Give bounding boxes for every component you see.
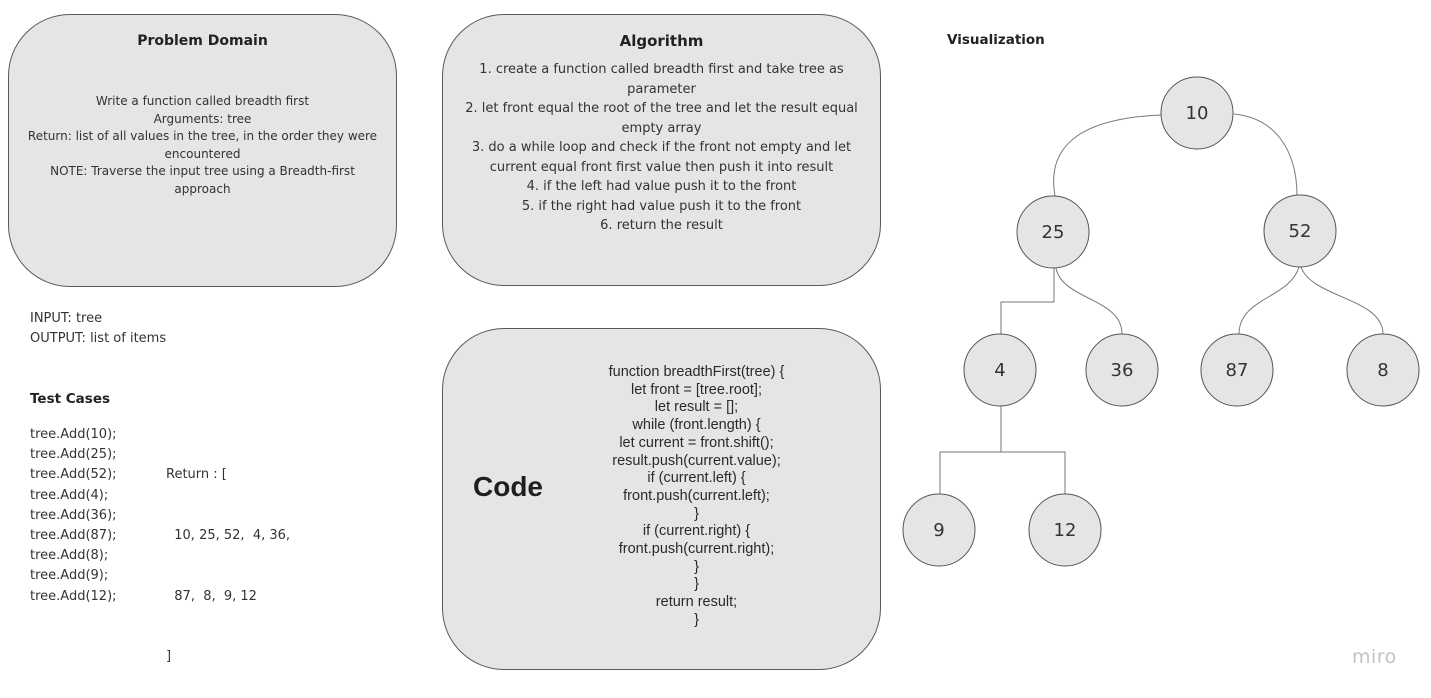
algorithm-step: 5. if the right had value push it to the…: [521, 198, 802, 214]
code-line: if (current.right) {: [642, 523, 751, 540]
input-output-text: INPUT: tree OUTPUT: list of items: [30, 309, 166, 349]
tree-node: 52: [1263, 194, 1337, 268]
tree-node-label: 87: [1226, 360, 1249, 381]
problem-domain-line: Write a function called breadth first: [95, 94, 310, 108]
tree-node-label: 12: [1054, 520, 1077, 541]
code-line: }: [694, 611, 699, 628]
code-line: if (current.left) {: [647, 470, 746, 487]
return-line: 87, 8, 9, 12: [166, 588, 257, 604]
tree-node: 12: [1028, 493, 1102, 567]
tree-node-label: 25: [1042, 222, 1065, 243]
algorithm-title: Algorithm: [619, 32, 704, 50]
test-cases-title: Test Cases: [30, 391, 111, 407]
code-line: while (front.length) {: [632, 417, 761, 434]
test-case-line: tree.Add(4);: [30, 487, 109, 503]
algorithm-step: 1. create a function called breadth firs…: [479, 62, 844, 97]
tree-edge: [1238, 266, 1300, 335]
problem-domain-card: Problem Domain Write a function called b…: [8, 14, 397, 287]
code-card: Code function breadthFirst(tree) { let f…: [442, 328, 881, 670]
test-case-calls: tree.Add(10); tree.Add(25); tree.Add(52)…: [30, 425, 117, 607]
test-case-line: tree.Add(9);: [30, 568, 109, 584]
code-line: }: [694, 558, 699, 575]
problem-domain-line: Return: list of all values in the tree, …: [27, 129, 378, 161]
code-line: front.push(current.right);: [618, 541, 775, 558]
test-case-line: tree.Add(10);: [30, 427, 117, 442]
tree-edge: [1055, 267, 1123, 335]
algorithm-step: 3. do a while loop and check if the fron…: [471, 140, 852, 175]
input-label: INPUT: tree: [30, 311, 103, 326]
test-case-line: tree.Add(36);: [30, 507, 117, 523]
test-case-return: Return : [ 10, 25, 52, 4, 36, 87, 8, 9, …: [166, 425, 290, 688]
test-case-line: tree.Add(52);: [30, 467, 117, 483]
tree-node: 4: [963, 333, 1037, 407]
tree-node-label: 10: [1186, 103, 1209, 124]
tree-node-circle: [1085, 333, 1159, 407]
code-line: result.push(current.value);: [612, 452, 781, 469]
tree-node-label: 36: [1111, 360, 1134, 381]
code-line: let current = front.shift();: [619, 434, 774, 451]
tree-node: 8: [1346, 333, 1420, 407]
problem-domain-body: Write a function called breadth first Ar…: [9, 93, 396, 198]
problem-domain-line: NOTE: Traverse the input tree using a Br…: [50, 164, 355, 196]
code-line: let result = [];: [654, 399, 739, 416]
return-line: 10, 25, 52, 4, 36,: [166, 528, 291, 544]
code-line: return result;: [655, 594, 738, 611]
tree-node-circle: [963, 333, 1037, 407]
code-line: }: [694, 576, 699, 593]
tree-node-circle: [1346, 333, 1420, 407]
problem-domain-line: Arguments: tree: [153, 111, 252, 126]
problem-domain-title: Problem Domain: [137, 33, 268, 49]
code-line: function breadthFirst(tree) {: [608, 364, 785, 380]
code-line: front.push(current.left);: [623, 487, 770, 504]
algorithm-steps: 1. create a function called breadth firs…: [443, 60, 880, 236]
tree-edge: [1233, 113, 1298, 197]
algorithm-card: Algorithm 1. create a function called br…: [442, 14, 881, 286]
output-label: OUTPUT: list of items: [30, 331, 167, 346]
algorithm-step: 4. if the left had value push it to the …: [526, 179, 797, 194]
tree-node-label: 8: [1377, 360, 1388, 381]
tree-node: 10: [1160, 76, 1234, 150]
code-line: let front = [tree.root];: [631, 381, 762, 398]
return-line: Return : [: [166, 467, 227, 483]
tree-node-circle: [902, 493, 976, 567]
tree-edge: [939, 406, 1002, 494]
tree-node-circle: [1160, 76, 1234, 150]
tree-node-circle: [1016, 195, 1090, 269]
tree-node-label: 4: [994, 360, 1005, 381]
tree-node: 36: [1085, 333, 1159, 407]
tree-node: 9: [902, 493, 976, 567]
tree-node: 25: [1016, 195, 1090, 269]
test-case-line: tree.Add(87);: [30, 528, 117, 544]
tree-node-circle: [1028, 493, 1102, 567]
test-case-line: tree.Add(12);: [30, 588, 117, 604]
test-case-line: tree.Add(8);: [30, 548, 109, 564]
tree-edge: [1000, 406, 1066, 494]
code-line: }: [694, 505, 699, 522]
visualization-title: Visualization: [947, 32, 1045, 48]
algorithm-step: 2. let front equal the root of the tree …: [465, 101, 858, 136]
algorithm-step: 6. return the result: [600, 218, 723, 233]
tree-node-circle: [1200, 333, 1274, 407]
code-block: function breadthFirst(tree) { let front …: [543, 364, 850, 630]
tree-node: 87: [1200, 333, 1274, 407]
tree-node-label: 52: [1289, 221, 1312, 242]
tree-edge: [1300, 266, 1384, 335]
tree-node-label: 9: [933, 520, 944, 541]
tree-edge: [1053, 114, 1162, 197]
test-case-line: tree.Add(25);: [30, 447, 117, 463]
return-line: ]: [166, 649, 172, 665]
miro-watermark: miro: [1352, 646, 1397, 668]
tree-node-circle: [1263, 194, 1337, 268]
code-label: Code: [473, 471, 543, 502]
tree-edge: [1000, 268, 1055, 334]
